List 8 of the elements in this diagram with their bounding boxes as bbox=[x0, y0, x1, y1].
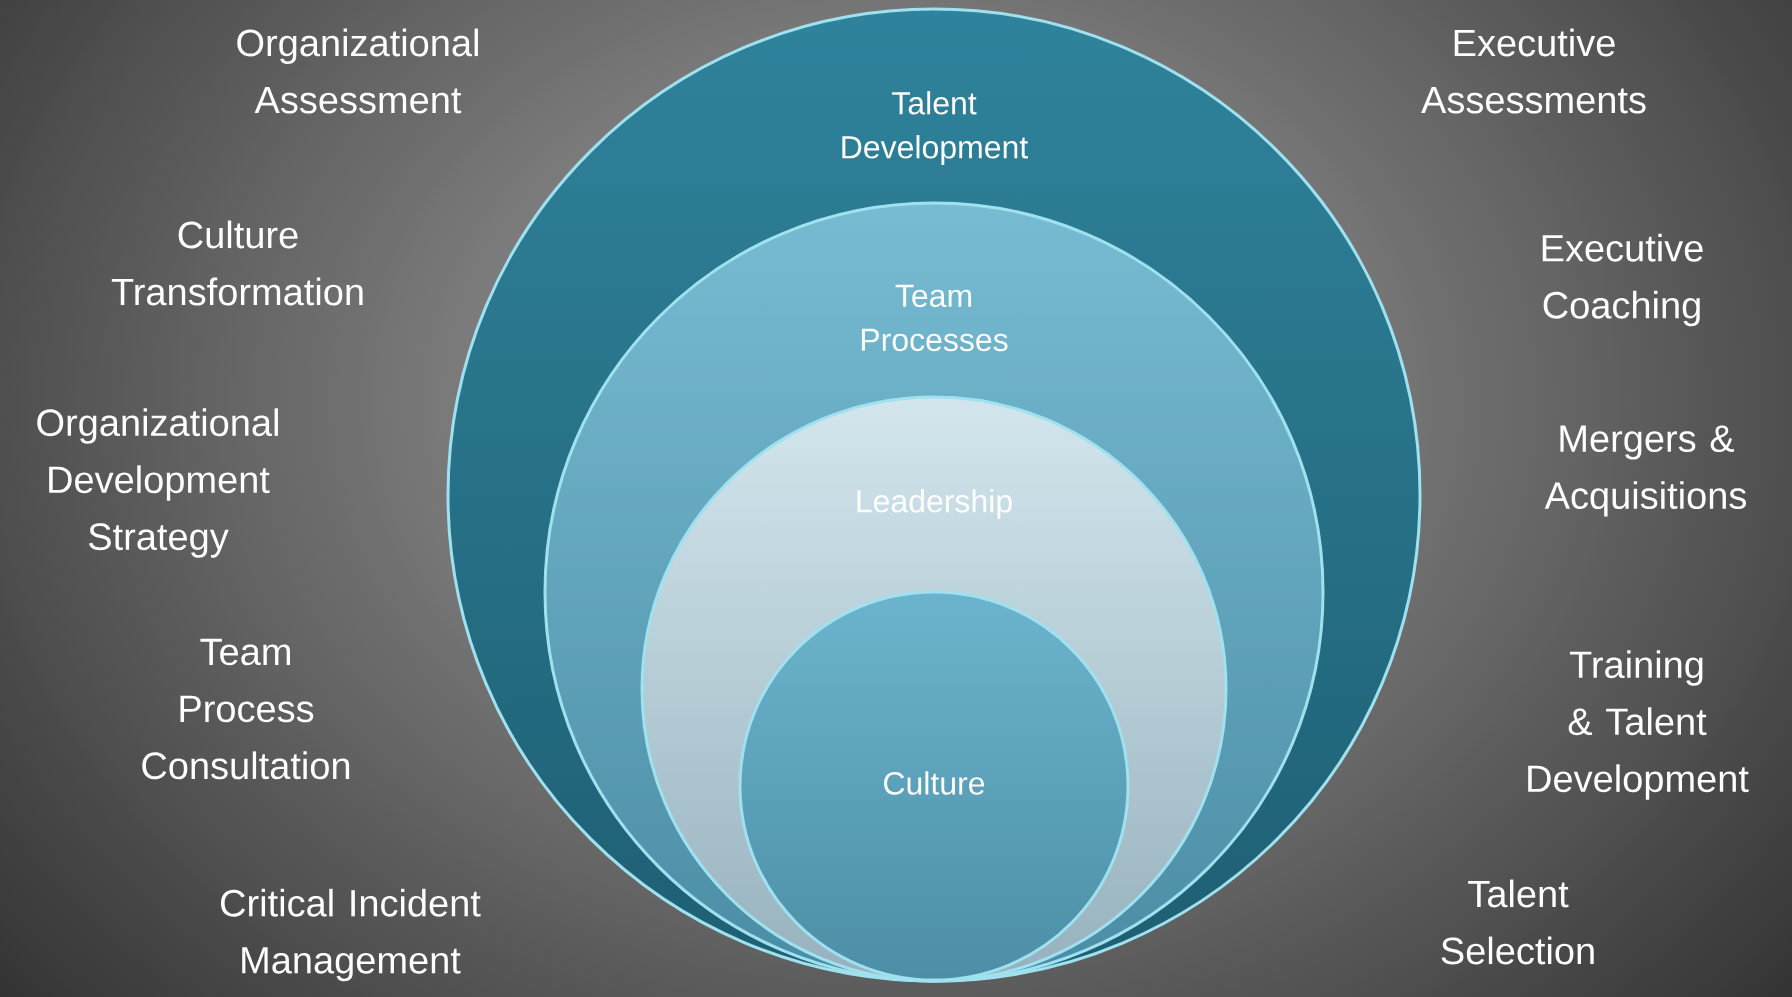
side-label: Organizational Development Strategy bbox=[37, 408, 278, 558]
side-label: Talent Selection bbox=[1441, 879, 1594, 965]
side-label: Team Process Consultation bbox=[142, 638, 350, 780]
side-label: Executive Coaching bbox=[1542, 233, 1703, 327]
side-label: Culture Transformation bbox=[111, 220, 363, 306]
side-label: Mergers & Acquisitions bbox=[1544, 425, 1746, 517]
side-label: Executive Assessments bbox=[1421, 28, 1646, 114]
side-label: Training & Talent Development bbox=[1528, 650, 1749, 800]
